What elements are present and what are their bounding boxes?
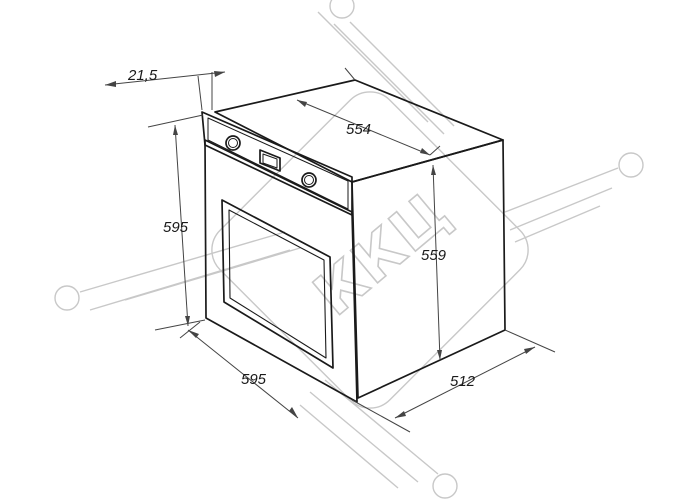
knob-right-icon bbox=[301, 172, 317, 188]
dim-label-panel-depth: 21,5 bbox=[127, 67, 158, 84]
watermark-circle-top bbox=[329, 0, 355, 19]
display-screen bbox=[259, 149, 281, 172]
door-window bbox=[221, 199, 334, 369]
watermark-circle-bottom bbox=[432, 473, 458, 499]
watermark-circle-left bbox=[54, 285, 80, 311]
knob-left-icon bbox=[225, 135, 241, 151]
arrowheads bbox=[105, 71, 535, 418]
dim-label-body-width: 512 bbox=[450, 373, 476, 390]
dimension-lines bbox=[104, 67, 556, 433]
control-panel bbox=[201, 111, 353, 216]
dim-label-body-height: 559 bbox=[421, 247, 447, 264]
watermark-logo bbox=[54, 0, 644, 499]
dim-label-front-height: 595 bbox=[163, 219, 189, 236]
watermark-circle-right bbox=[618, 152, 644, 178]
dim-label-front-width: 595 bbox=[241, 371, 267, 388]
dim-label-top-depth: 554 bbox=[346, 121, 371, 138]
oven-door-frame bbox=[204, 139, 358, 403]
